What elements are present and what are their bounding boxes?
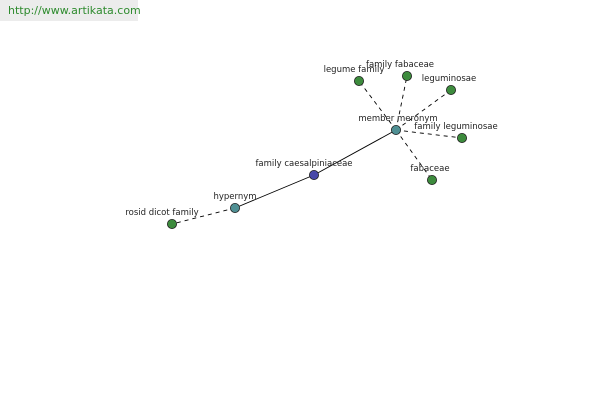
nodes-layer: [166, 71, 467, 229]
edge-member-meronym-to-legume-family: [358, 80, 397, 131]
node-family-leguminosae[interactable]: [456, 132, 467, 143]
node-family-caesalpiniaceae[interactable]: [308, 169, 319, 180]
edges-layer: [171, 75, 463, 225]
site-link[interactable]: http://www.artikata.com: [8, 4, 141, 17]
edge-member-meronym-to-leguminosae: [395, 89, 452, 131]
edge-member-meronym-to-family-leguminosae: [395, 129, 463, 139]
node-legume-family[interactable]: [353, 76, 364, 87]
node-family-fabaceae[interactable]: [401, 71, 412, 82]
node-label-hypernym: hypernym: [213, 192, 256, 202]
node-label-leguminosae: leguminosae: [422, 74, 476, 84]
node-leguminosae[interactable]: [445, 85, 456, 96]
node-label-family-caesalpiniaceae: family caesalpiniaceae: [255, 159, 352, 169]
edge-member-meronym-to-fabaceae: [395, 129, 433, 181]
node-fabaceae[interactable]: [426, 174, 437, 185]
edge-member-meronym-to-family-fabaceae: [395, 75, 408, 131]
url-banner: http://www.artikata.com: [0, 0, 141, 21]
node-label-family-fabaceae: family fabaceae: [366, 60, 434, 70]
edge-family-caesalpiniaceae-to-member-meronym: [313, 129, 397, 176]
node-rosid-dicot-family[interactable]: [166, 218, 177, 229]
node-label-legume-family: legume family: [324, 65, 385, 75]
node-label-rosid-dicot-family: rosid dicot family: [125, 208, 198, 218]
node-label-family-leguminosae: family leguminosae: [414, 122, 497, 132]
labels-layer: family caesalpiniaceae hypernym member mer…: [125, 60, 497, 218]
node-member-meronym[interactable]: [390, 125, 401, 136]
node-label-fabaceae: fabaceae: [410, 164, 449, 174]
node-label-member-meronym: member meronym: [358, 114, 437, 124]
edge-hypernym-to-rosid-dicot-family: [171, 207, 236, 225]
edge-family-caesalpiniaceae-to-hypernym: [234, 174, 315, 209]
node-hypernym[interactable]: [229, 202, 240, 213]
